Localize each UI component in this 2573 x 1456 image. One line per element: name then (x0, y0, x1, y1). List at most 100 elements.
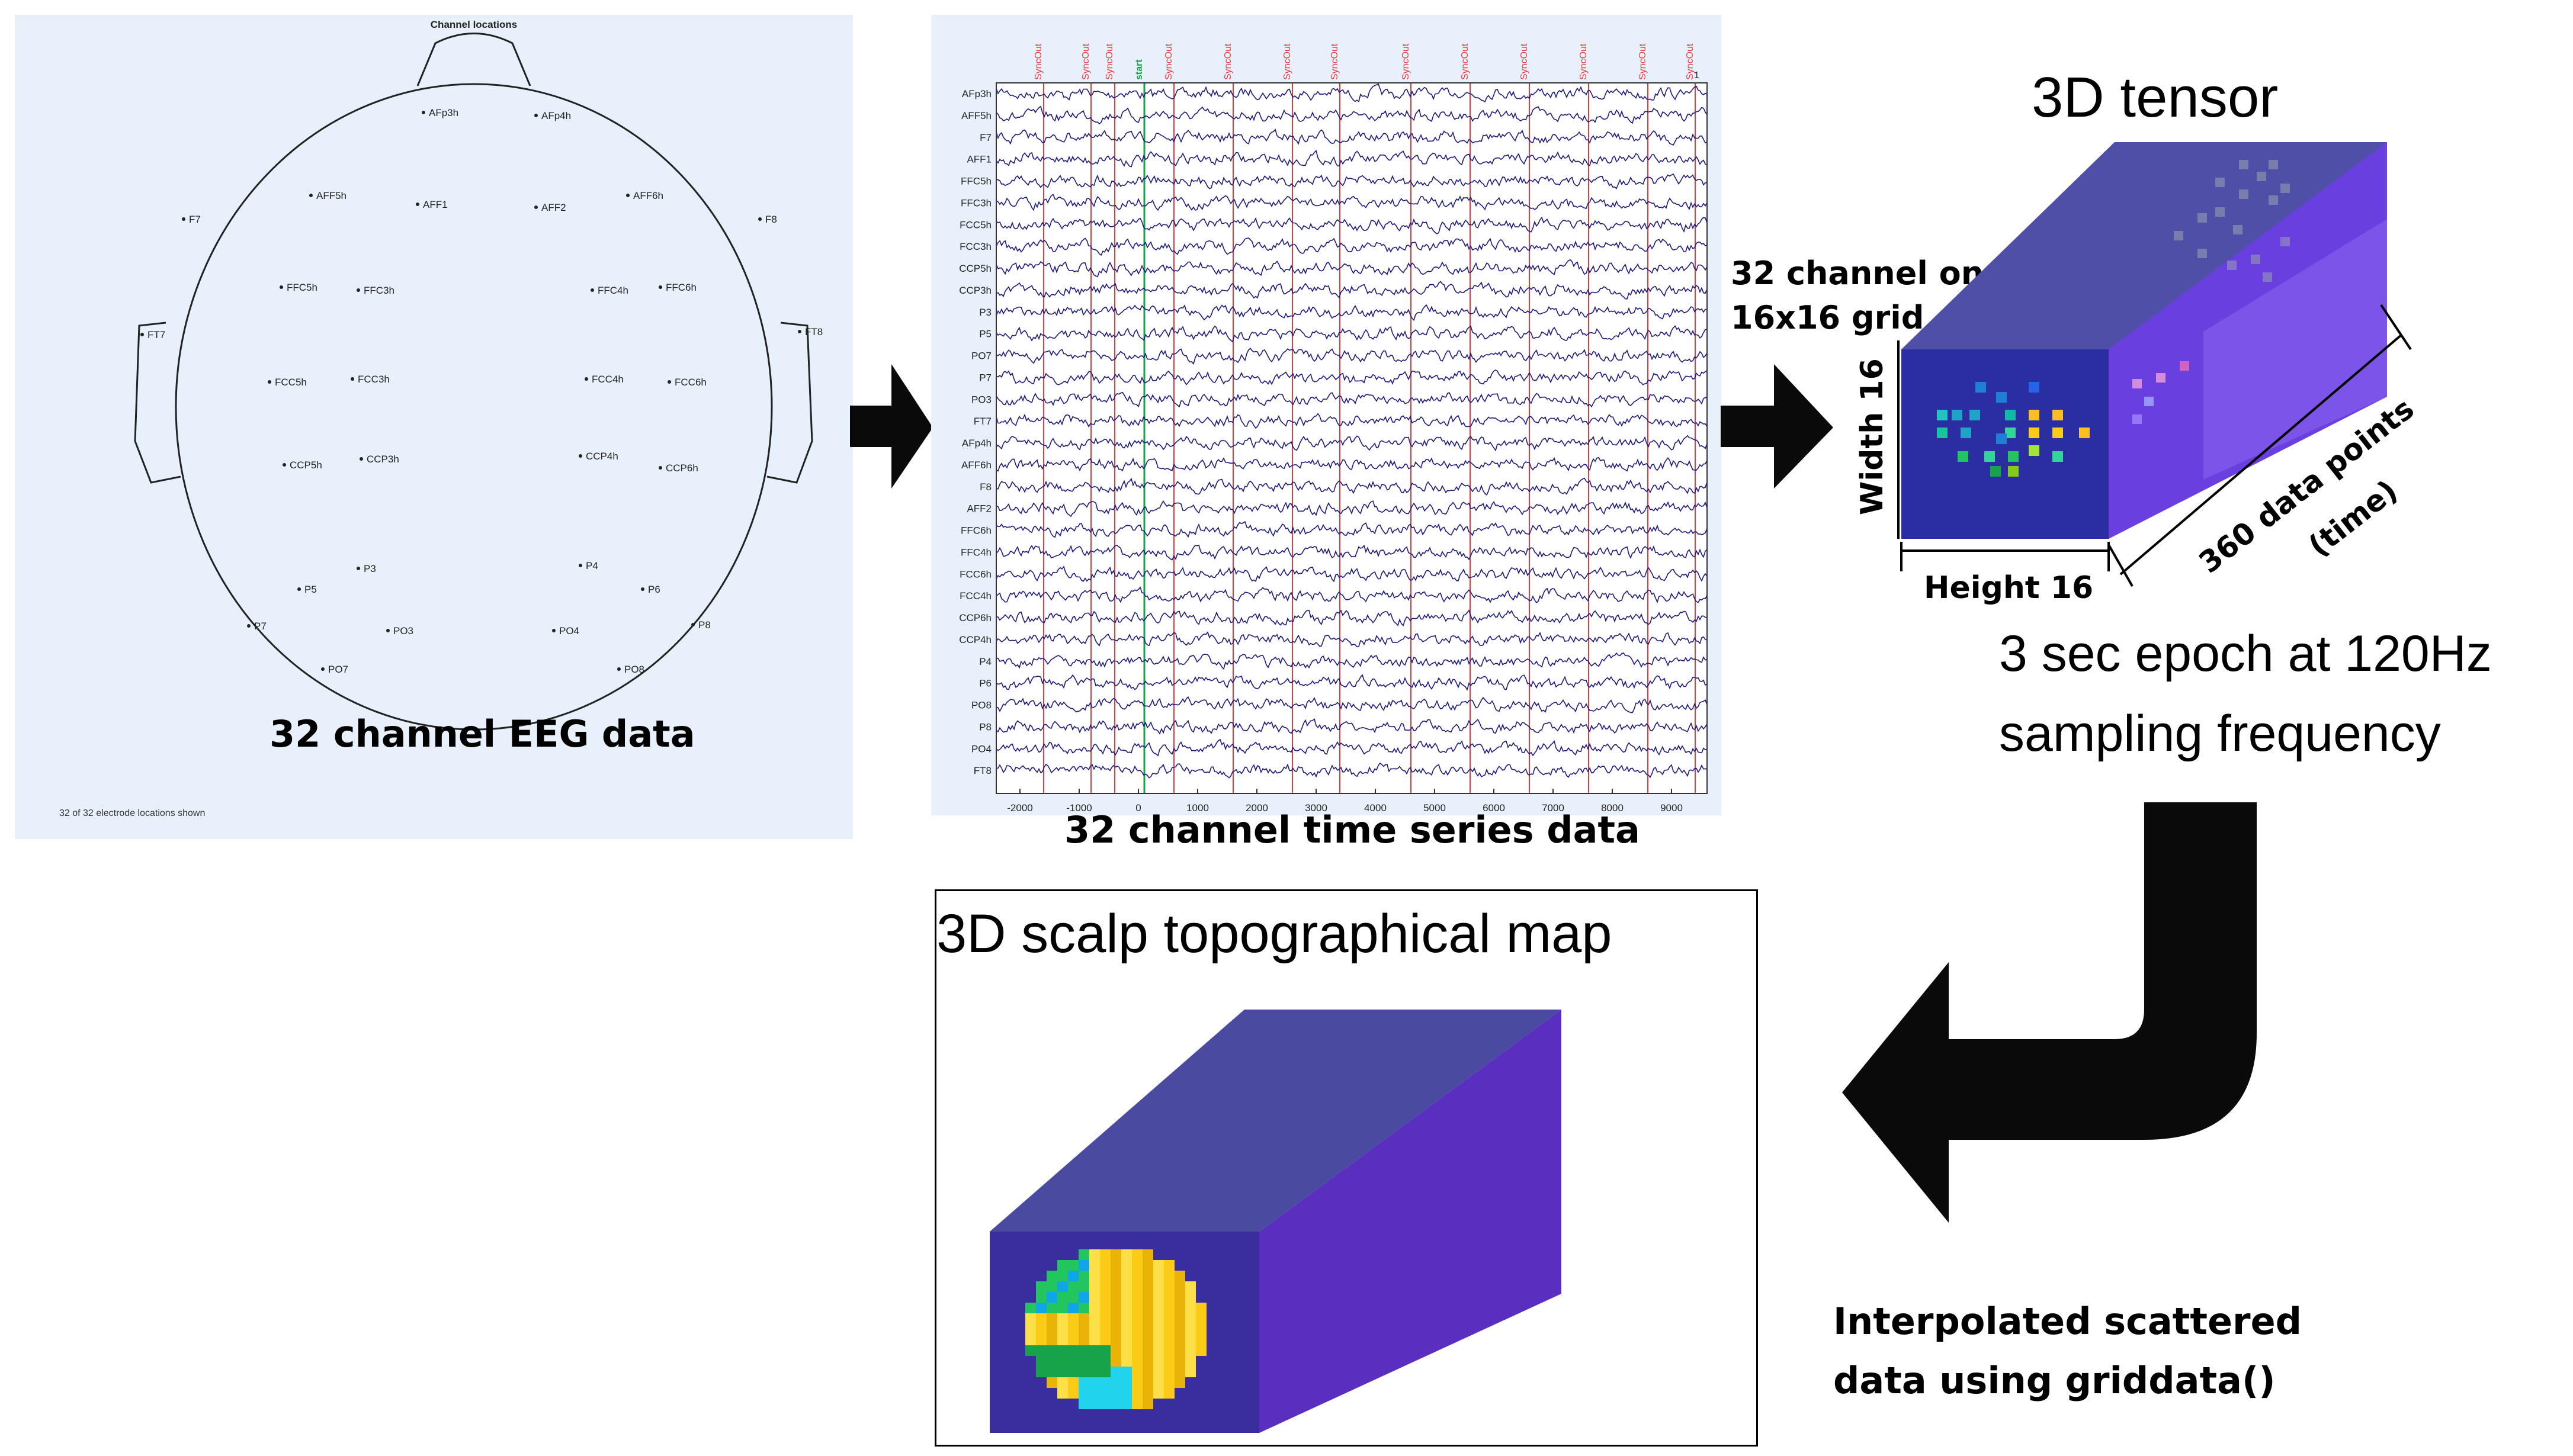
topo-cell (1068, 1324, 1079, 1335)
electrode-f7: F7 (182, 214, 201, 225)
svg-text:FCC3h: FCC3h (358, 374, 390, 385)
channel-label: F7 (980, 132, 992, 143)
channel-label: FCC3h (960, 241, 992, 252)
topo-cell (1143, 1335, 1153, 1345)
electrode-ffc4h: FFC4h (591, 285, 628, 296)
tensor-cell (2280, 237, 2290, 246)
topo-cell (1111, 1292, 1121, 1303)
topo-cell (1132, 1249, 1143, 1260)
topo-cell (1047, 1324, 1057, 1335)
topo-cell (1132, 1271, 1143, 1281)
channel-label: FT8 (974, 765, 992, 776)
channel-label: FCC6h (960, 568, 992, 580)
topo-cell (1079, 1281, 1089, 1292)
event-label: SyncOut (1519, 43, 1529, 80)
topo-cell (1089, 1324, 1100, 1335)
topo-cell (1079, 1388, 1089, 1399)
topo-cell (1164, 1388, 1175, 1399)
trace-ffc4h (996, 544, 1708, 561)
topo-cell (1089, 1367, 1100, 1377)
topo-cell (1111, 1335, 1121, 1345)
topo-cell (1057, 1367, 1068, 1377)
trace-ft8 (996, 762, 1708, 779)
topo-cell (1121, 1377, 1132, 1388)
topo-cell (1164, 1281, 1175, 1292)
topo-cell (1057, 1377, 1068, 1388)
svg-text:CCP4h: CCP4h (586, 451, 618, 462)
topo-cell (1164, 1377, 1175, 1388)
electrode-aff6h: AFF6h (626, 190, 663, 201)
tensor-cell (2052, 428, 2063, 438)
channel-label: FFC6h (961, 525, 992, 536)
event-label: SyncOut (1223, 43, 1233, 80)
nose-outline (416, 33, 531, 86)
tensor-cell (2174, 231, 2183, 240)
tensor-cell (2257, 172, 2266, 181)
topo-cell (1132, 1345, 1143, 1356)
channel-label: CCP3h (959, 285, 992, 296)
electrode-ft8: FT8 (798, 326, 823, 338)
electrode-aff5h: AFF5h (309, 190, 347, 201)
timeseries-caption: 32 channel time series data (1064, 808, 1640, 851)
topo-cell (1100, 1313, 1111, 1324)
x-tick-label: 4000 (1364, 802, 1387, 814)
topo-cell (1143, 1292, 1153, 1303)
electrode-f8: F8 (758, 214, 777, 225)
topo-cell (1111, 1345, 1121, 1356)
topo-cell (1185, 1356, 1196, 1367)
tensor-cell (2263, 272, 2272, 282)
topo-cell (1175, 1345, 1185, 1356)
topo-cell (1036, 1313, 1047, 1324)
tensor-cell (1937, 410, 1948, 420)
tensor-cell (2180, 361, 2189, 371)
topo-cell (1175, 1335, 1185, 1345)
electrode-ffc6h: FFC6h (659, 282, 697, 293)
topo-cell (1121, 1367, 1132, 1377)
tensor-cell (2005, 428, 2016, 438)
topo-cell (1121, 1324, 1132, 1335)
topo-cell (1132, 1335, 1143, 1345)
svg-text:AFp3h: AFp3h (429, 107, 458, 118)
topo-cell (1047, 1345, 1057, 1356)
topo-cell (1057, 1281, 1068, 1292)
topo-cell (1036, 1367, 1047, 1377)
channel-label: F8 (980, 481, 992, 493)
topo-cell (1068, 1292, 1079, 1303)
svg-text:FFC6h: FFC6h (666, 282, 697, 293)
trace-po4 (996, 738, 1708, 757)
topo-cell (1164, 1292, 1175, 1303)
topo-cell (1047, 1303, 1057, 1313)
topo-cell (1185, 1303, 1196, 1313)
event-label: SyncOut (1282, 43, 1292, 80)
x-tick-label: -2000 (1007, 802, 1032, 814)
topo-cell (1057, 1313, 1068, 1324)
topo-cell (1068, 1388, 1079, 1399)
topo-cell (1047, 1335, 1057, 1345)
topo-cell (1079, 1292, 1089, 1303)
start-label: start (1134, 59, 1144, 80)
topo-cell (1089, 1335, 1100, 1345)
topo-cell (1068, 1281, 1079, 1292)
x-tick-label: 5000 (1423, 802, 1446, 814)
tensor-cell (2239, 160, 2248, 169)
topo-cell (1089, 1388, 1100, 1399)
trace-po8 (996, 696, 1708, 713)
topo-cell (1175, 1356, 1185, 1367)
channel-label: P5 (979, 329, 992, 340)
trace-po3 (996, 391, 1708, 408)
topo-cell (1025, 1303, 1036, 1313)
topo-cell (1164, 1356, 1175, 1367)
topo-cell (1132, 1292, 1143, 1303)
svg-text:FCC6h: FCC6h (675, 377, 707, 388)
channel-label: FT7 (974, 416, 992, 427)
epoch-label-line1: 3 sec epoch at 120Hz (1999, 625, 2492, 682)
tensor-cell (1984, 451, 1995, 462)
trace-ft7 (996, 413, 1708, 429)
topo-cell (1143, 1345, 1153, 1356)
topo-cell (1036, 1281, 1047, 1292)
tensor-title: 3D tensor (2032, 66, 2279, 129)
topo-cell (1068, 1377, 1079, 1388)
topo-cell (1079, 1313, 1089, 1324)
tensor-cell (2005, 410, 2016, 420)
tensor-cell (2029, 428, 2039, 438)
